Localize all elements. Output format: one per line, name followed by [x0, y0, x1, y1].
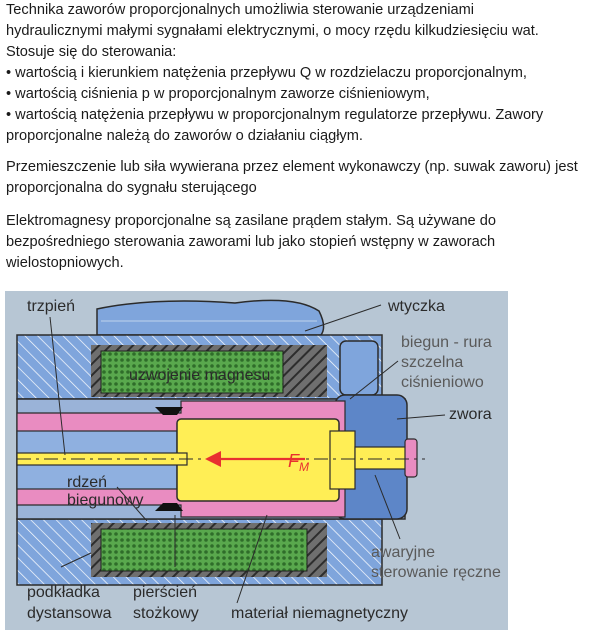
upper-coil-winding	[100, 350, 284, 394]
line: bezpośredniego sterowania zaworami lub j…	[6, 234, 496, 250]
line: proporcjonalna do sygnału sterującego	[6, 180, 257, 196]
manual-override-knob	[404, 438, 418, 478]
bullet-line: • wartością ciśnienia p w proporcjonalny…	[6, 86, 430, 102]
line: Technika zaworów proporcjonalnych umożli…	[6, 2, 475, 18]
label-rdzen-1: rdzeń	[67, 474, 107, 491]
label-pierscien-2: stożkowy	[133, 605, 199, 622]
label-force-fm: FM	[288, 451, 309, 474]
label-podkladka-1: podkładka	[27, 584, 100, 601]
label-biegun-3: ciśnieniowo	[401, 374, 484, 391]
label-material: materiał niemagnetyczny	[231, 605, 408, 622]
force-arrow-head	[205, 451, 221, 467]
label-wtyczka: wtyczka	[387, 298, 445, 315]
upper-housing-cap	[339, 340, 379, 396]
label-uzwojenie: uzwojenie magnesu	[129, 367, 270, 384]
line: Przemieszczenie lub siła wywierana przez…	[6, 159, 578, 175]
label-pierscien-1: pierścień	[133, 584, 197, 601]
armature-stem	[329, 430, 356, 490]
line: proporcjonalne należą do zaworów o dział…	[6, 128, 363, 144]
line: hydraulicznymi małymi sygnałami elektryc…	[6, 23, 539, 39]
lower-coil-winding	[100, 528, 308, 572]
bullet-line: • wartością natężenia przepływu w propor…	[6, 107, 544, 123]
label-rdzen-2: biegunowy	[67, 492, 144, 509]
manual-override-pin	[354, 446, 412, 470]
cone-ring-bottom	[155, 503, 183, 511]
paragraph-2: Przemieszczenie lub siła wywierana przez…	[6, 157, 612, 199]
label-biegun-2: szczelna	[401, 354, 463, 371]
label-awaryjne-1: awaryjne	[371, 544, 435, 561]
connector-plug	[96, 299, 325, 336]
line: Elektromagnesy proporcjonalne są zasilan…	[6, 213, 496, 229]
text-content: Technika zaworów proporcjonalnych umożli…	[6, 0, 612, 274]
paragraph-1: Technika zaworów proporcjonalnych umożli…	[6, 0, 612, 147]
label-awaryjne-2: sterowanie ręczne	[371, 564, 501, 581]
leader-lines	[49, 304, 446, 604]
bullet-line: • wartością i kierunkiem natężenia przep…	[6, 65, 527, 81]
label-podkladka-2: dystansowa	[27, 605, 112, 622]
cone-ring-top	[155, 407, 183, 415]
label-zwora: zwora	[449, 406, 492, 423]
label-trzpien: trzpień	[27, 298, 75, 315]
paragraph-3: Elektromagnesy proporcjonalne są zasilan…	[6, 211, 612, 274]
solenoid-diagram: trzpień wtyczka biegun - rura szczelna c…	[5, 291, 508, 630]
line: Stosuje się do sterowania:	[6, 44, 177, 60]
label-biegun-1: biegun - rura	[401, 334, 492, 351]
line: wielostopniowych.	[6, 255, 124, 271]
